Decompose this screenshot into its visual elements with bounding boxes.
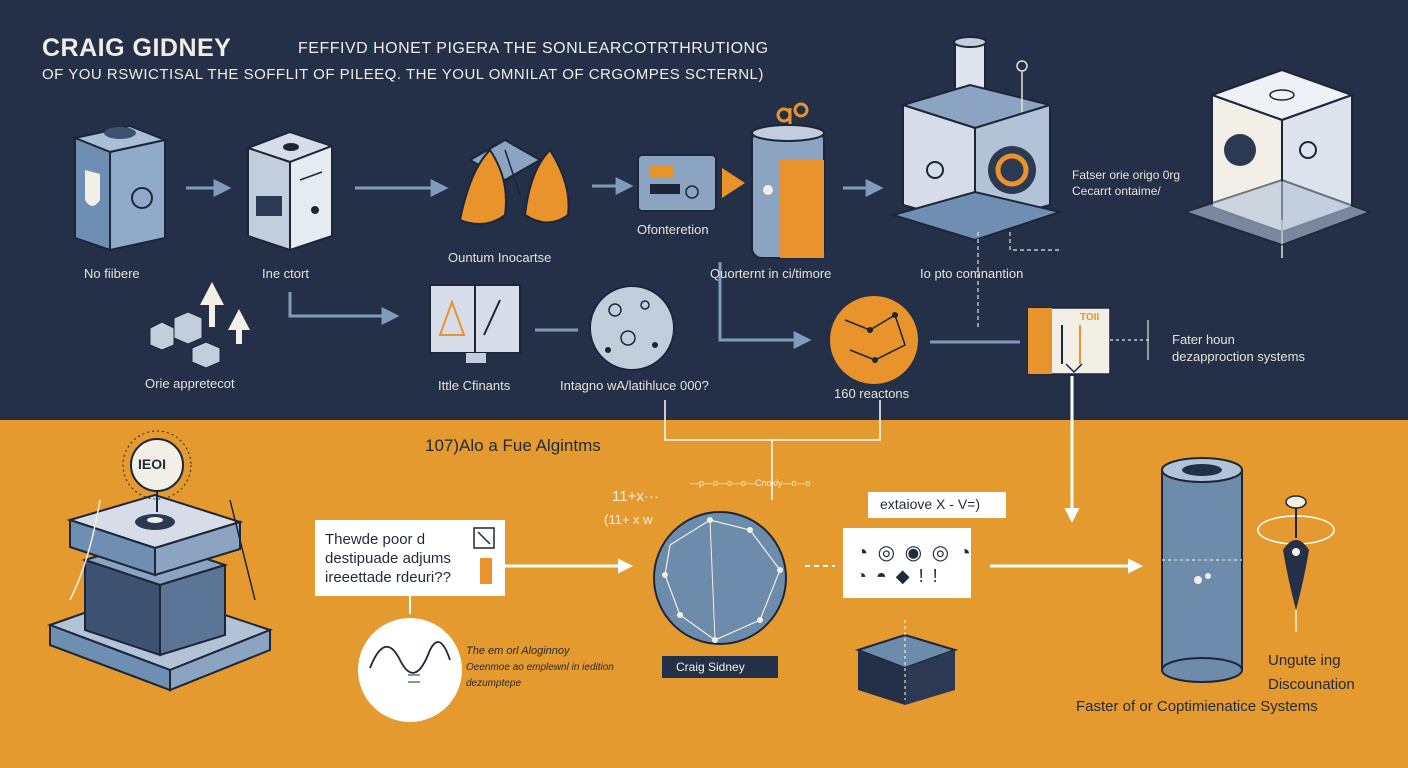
callout-line-3: ireeettade rdeuri?? bbox=[325, 569, 451, 586]
page-title-rest: FEFFIVD HONET PIGERA THE SONLEARCOTRTHRU… bbox=[298, 40, 769, 57]
note-right-top-2: Cecarrt ontaime/ bbox=[1072, 184, 1161, 198]
probe-pin bbox=[1257, 495, 1335, 632]
top-row-arrows bbox=[186, 177, 1020, 349]
symbols-row-2: ◔ ◓ ◆ ! ! bbox=[856, 566, 940, 586]
chip-label: IEOI bbox=[138, 456, 167, 472]
note-right-mid-2: dezapproction systems bbox=[1172, 349, 1305, 364]
wave-caption-3: dezumptepe bbox=[466, 678, 522, 689]
page-title: CRAIG GIDNEY bbox=[42, 34, 232, 62]
label-160-reactons: 160 reactons bbox=[834, 386, 910, 401]
panel-code: TOII bbox=[1080, 312, 1100, 323]
device-panel-4 bbox=[637, 154, 717, 212]
right-label-3: Faster of or Coptimienatice Systems bbox=[1076, 698, 1318, 715]
label-ountum: Ountum Inocartse bbox=[448, 250, 552, 265]
note-right-top-1: Fatser orie origo 0rg bbox=[1072, 168, 1181, 182]
device-cube-2 bbox=[245, 130, 335, 252]
device-cone-3 bbox=[458, 138, 570, 225]
device-cube-7 bbox=[1181, 68, 1373, 258]
symbols-panel bbox=[843, 492, 1006, 598]
callout-line-1: Thewde poor d bbox=[325, 531, 426, 548]
formula-2: (11+ x w bbox=[604, 512, 653, 527]
label-no-fiibere: No fiibere bbox=[84, 266, 140, 281]
label-ittle-cfinants: Ittle Cfinants bbox=[438, 378, 511, 393]
page-subtitle: OF YOU RSWICTISAL THE SOFFLIT OF PILEEQ.… bbox=[42, 66, 764, 83]
orange-sphere bbox=[830, 296, 918, 384]
big-machine bbox=[47, 430, 273, 692]
label-ine-ctort: Ine ctort bbox=[262, 266, 309, 281]
device-box-1 bbox=[71, 124, 169, 252]
arrow-head-orange bbox=[722, 168, 745, 198]
monitor-book bbox=[429, 284, 521, 363]
dark-cube bbox=[854, 620, 959, 705]
formula-scrawl: —p—o—o—o—Cnokiy—o—o bbox=[690, 478, 811, 488]
dashed-connectors bbox=[977, 232, 1060, 330]
label-ofonteretion: Ofonteretion bbox=[637, 222, 709, 237]
note-right-mid-1: Fater houn bbox=[1172, 332, 1235, 347]
extaiove-label: extaiove X - V=) bbox=[880, 496, 980, 512]
blocks-cluster bbox=[149, 282, 250, 369]
network-label: Craig Sidney bbox=[676, 660, 745, 674]
wave-circle bbox=[358, 618, 462, 722]
formula-1: 11+x··· bbox=[612, 488, 659, 505]
device-cylinder-5 bbox=[751, 102, 825, 259]
callout-box bbox=[315, 520, 505, 614]
label-orie-appretecot: Orie appretecot bbox=[145, 376, 235, 391]
bracket-lines bbox=[664, 400, 881, 500]
label-quorternt: Quorternt in ci/timore bbox=[710, 266, 832, 281]
algorithms-title: 107)Alo a Fue Algintms bbox=[425, 436, 601, 455]
tall-cylinder bbox=[1161, 457, 1243, 683]
right-label-1: Ungute ing bbox=[1268, 652, 1341, 669]
device-reactor-6 bbox=[889, 36, 1064, 242]
right-label-2: Discounation bbox=[1268, 676, 1355, 693]
callout-line-2: destipuade adjums bbox=[325, 550, 451, 567]
panel-toii bbox=[1027, 307, 1150, 375]
symbols-row-1: ◔ ◎ ◉ ◎ ◔ bbox=[856, 542, 973, 564]
dotted-sphere bbox=[589, 285, 675, 371]
network-sphere bbox=[653, 511, 787, 678]
label-io-pto: Io pto comnantion bbox=[920, 266, 1024, 281]
wave-caption-2: Oeenmoe ao emplewnl in iedition bbox=[466, 662, 614, 673]
wave-caption-1: The em orl Aloginnoy bbox=[466, 645, 570, 657]
label-intagno: Intagno wA/latihluce 000? bbox=[560, 378, 709, 393]
